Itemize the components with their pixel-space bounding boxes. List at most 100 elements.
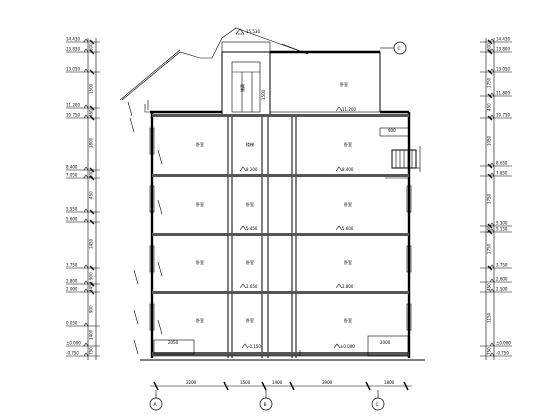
left-elevation-label: 13.050	[66, 67, 80, 72]
bottom-dim-4: 3900	[322, 380, 333, 385]
right-elevation-label: 3.750	[496, 263, 508, 268]
right-dim-label: 750	[487, 347, 492, 355]
right-dim-label: 1750	[487, 193, 492, 204]
room-label: 卧室	[196, 141, 204, 147]
bottom-dim-5: 1800	[384, 380, 395, 385]
right-elevation-label: 13.050	[496, 67, 510, 72]
right-elevation-label: ±0.000	[496, 341, 511, 346]
left-elevation-label: 0.050	[66, 321, 78, 326]
left-dim-label: 750	[89, 347, 94, 355]
left-elevation-label: -0.750	[66, 351, 79, 356]
left-wall-hatch	[127, 101, 163, 355]
bottom-dimension-line: 3200 1500 1400 3900 1800	[150, 380, 412, 391]
top-grid-bubble: C	[380, 41, 407, 55]
left-elevation-column: 14.430 13.830 13.050 11.200 10.750 8.400 7.050…	[66, 37, 100, 360]
left-roof-outline	[121, 27, 309, 101]
left-elevation-label: 10.750	[66, 113, 80, 118]
right-elevation-label: 2.600	[496, 277, 508, 282]
right-elevation-label: 5.300	[496, 221, 508, 226]
right-elevation-label: 14.430	[496, 37, 510, 42]
left-elevation-label: 11.200	[66, 103, 80, 108]
right-dim-label: 450	[487, 283, 492, 291]
bottom-dim-1: 3200	[186, 380, 197, 385]
balcony-dim: 900	[388, 128, 396, 133]
room-label: 卧室	[246, 317, 254, 323]
right-dim-label: 600	[487, 43, 492, 51]
right-dim-label: 500	[487, 225, 492, 233]
inner-elevation-label: ±0.000	[340, 344, 355, 349]
inner-elevation-label: 11.200	[342, 107, 356, 112]
attic-stair-block	[221, 51, 271, 117]
roof-elevation: 15.530	[246, 29, 260, 34]
inner-elevation-label: 2.650	[246, 284, 258, 289]
left-elevation-label: 3.750	[66, 263, 78, 268]
left-elevation-label: 2.800	[66, 279, 78, 284]
grid-axis-a	[149, 397, 163, 411]
room-label: 储藏	[239, 84, 245, 92]
base-dim: 2050	[168, 340, 179, 345]
room-label: 卧室	[196, 259, 204, 265]
right-elevation-label: 10.750	[496, 113, 510, 118]
room-label: 卧室	[246, 259, 254, 265]
room-label: 卧室	[344, 201, 352, 207]
window-marks	[149, 127, 412, 331]
left-dim-label: 900	[89, 170, 94, 178]
left-elevation-label: 8.400	[66, 165, 78, 170]
room-label: 卧室	[196, 201, 204, 207]
right-elevation-label: 8.650	[496, 161, 508, 166]
room-label: 卧室	[344, 141, 352, 147]
right-elevation-label: 13.800	[496, 47, 510, 52]
room-labels: 卧室楼梯卧室卧室卧室卧室卧室卧室卧室卧室卧室卧室卧室储藏	[196, 81, 352, 323]
left-dim-label: 450	[89, 191, 94, 199]
left-elevation-label: 7.050	[66, 173, 78, 178]
bottom-dim-2: 1500	[240, 380, 251, 385]
right-elevation-column: 14.430 13.800 13.050 11.800 10.750 8.650 7.850…	[480, 37, 512, 360]
right-elevation-label: 7.850	[496, 171, 508, 176]
room-label: 卧室	[344, 317, 352, 323]
bottom-dim-3: 1400	[272, 380, 283, 385]
left-elevation-label: 2.000	[66, 287, 78, 292]
grid-axis-b	[259, 397, 273, 411]
left-dim-label: 1450	[89, 281, 94, 292]
inner-elevation-label: 2.800	[342, 284, 354, 289]
left-elevation-label: 5.550	[66, 207, 78, 212]
base-dim: 2000	[380, 340, 391, 345]
right-dim-label: 1150	[487, 312, 492, 323]
left-dim-label: 1450	[89, 238, 94, 249]
room-label: 卧室	[246, 201, 254, 207]
svg-text:C: C	[398, 46, 401, 52]
right-dim-label: 1750	[487, 243, 492, 254]
left-dim-label: 1400	[89, 329, 94, 340]
right-dim-label: 1750	[487, 77, 492, 88]
left-dim-label: 450	[89, 109, 94, 117]
left-elevation-label: ±0.000	[66, 341, 81, 346]
right-elevation-label: -0.750	[496, 351, 509, 356]
svg-text:C: C	[376, 402, 379, 408]
right-dim-label: 1050	[487, 135, 492, 146]
right-dim-label: 450	[487, 103, 492, 111]
grid-axis-c	[371, 397, 385, 411]
inner-elevation-label: 8.200	[246, 167, 258, 172]
left-dim-label: 600	[89, 43, 94, 51]
right-elevation-label: 11.800	[496, 91, 510, 96]
room-label: 楼梯	[246, 141, 254, 147]
right-elevation-label: 2.500	[496, 287, 508, 292]
left-elevation-label: 5.600	[66, 217, 78, 222]
svg-text:A: A	[154, 402, 158, 408]
balcony	[379, 127, 421, 179]
svg-text:B: B	[264, 402, 267, 408]
left-elevation-label: 13.830	[66, 47, 80, 52]
room-label: 卧室	[344, 259, 352, 265]
left-dim-label: 900	[89, 305, 94, 313]
inner-elevation-label: 5.600	[342, 226, 354, 231]
left-dim-label: 1800	[89, 137, 94, 148]
floor-slabs	[152, 114, 409, 356]
inner-elevation-label: 8.400	[342, 167, 354, 172]
left-dim-label: 1500	[89, 83, 94, 94]
room-label: 卧室	[196, 317, 204, 323]
stair-dim: 1500	[261, 89, 266, 100]
room-label: 卧室	[340, 81, 348, 87]
left-elevation-label: 14.430	[66, 37, 80, 42]
